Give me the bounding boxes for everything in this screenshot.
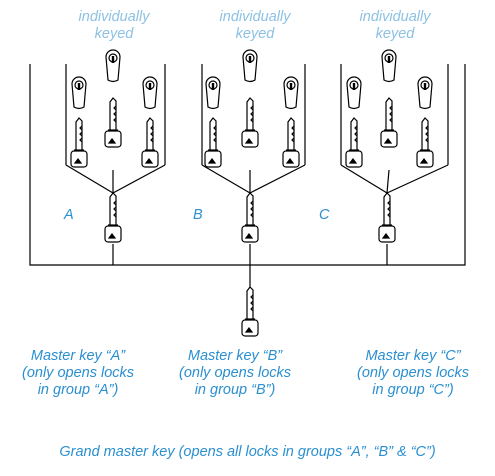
key-a2-icon	[104, 97, 122, 148]
key-a1-icon	[70, 117, 88, 168]
key-b3-icon	[282, 117, 300, 168]
lock-b2-icon	[242, 49, 258, 83]
lock-a1-icon	[71, 76, 87, 110]
grand-master-key-icon	[241, 286, 259, 337]
key-c3-icon	[416, 117, 434, 168]
lock-c3-icon	[417, 76, 433, 110]
master-key-a-icon	[104, 192, 122, 243]
group-c-letter: C	[319, 207, 330, 223]
key-c1-icon	[345, 117, 363, 168]
lock-b3-icon	[283, 76, 299, 110]
lock-a2-icon	[105, 49, 121, 83]
lock-a3-icon	[142, 76, 158, 110]
lock-c1-icon	[346, 76, 362, 110]
lock-c2-icon	[381, 49, 397, 83]
lock-and-key-icons	[70, 49, 434, 337]
key-b2-icon	[241, 97, 259, 148]
master-key-c-icon	[378, 192, 396, 243]
key-c2-icon	[380, 97, 398, 148]
grand-master-caption: Grand master key (opens all locks in gro…	[59, 444, 436, 460]
key-a3-icon	[141, 117, 159, 168]
group-b-letter: B	[193, 207, 203, 223]
lock-b1-icon	[205, 76, 221, 110]
master-key-b-icon	[241, 192, 259, 243]
connector-lines	[29, 64, 466, 287]
group-a-letter: A	[64, 207, 74, 223]
key-b1-icon	[204, 117, 222, 168]
